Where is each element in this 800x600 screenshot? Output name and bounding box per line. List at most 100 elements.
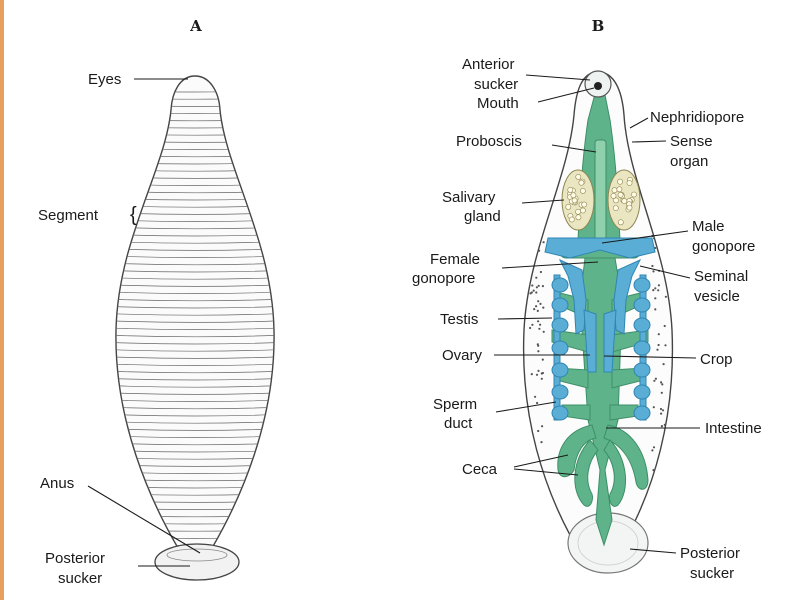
label-sperm-duct-1: Sperm xyxy=(433,396,477,413)
nephridium-dot xyxy=(643,144,646,147)
nephridium-dot xyxy=(652,289,655,292)
label-posterior-sucker-a-2: sucker xyxy=(58,570,102,587)
nephridium-dot xyxy=(629,142,632,145)
nephridium-dot xyxy=(655,201,658,204)
label-eyes: Eyes xyxy=(88,71,121,88)
nephridium-dot xyxy=(659,407,663,411)
gland-granule xyxy=(575,208,581,215)
testis xyxy=(633,362,651,378)
nephridium-dot xyxy=(536,343,539,346)
testes xyxy=(551,277,651,421)
leech-internal-body xyxy=(522,70,674,574)
nephridium-dot xyxy=(540,372,543,375)
nephridium-dot xyxy=(660,425,664,428)
nephridium-dot xyxy=(542,330,545,333)
nephridium-dot xyxy=(541,425,544,428)
gland-granule xyxy=(631,191,637,198)
nephridium-dot xyxy=(652,446,656,449)
nephridium-dot xyxy=(551,179,554,182)
nephridium-dot xyxy=(539,214,542,217)
testis xyxy=(633,297,651,313)
nephridium-dot xyxy=(541,182,545,185)
nephridium-dot xyxy=(658,498,661,501)
nephridium-dot xyxy=(653,379,656,382)
nephridium-dot xyxy=(661,461,664,465)
gland-granule xyxy=(568,216,575,223)
gland-granule xyxy=(565,203,572,210)
nephridium-dot xyxy=(531,284,534,287)
nephridium-dot xyxy=(657,284,661,287)
segment-ring xyxy=(115,284,275,287)
nephridium-dot xyxy=(564,128,567,131)
nephridium-dot xyxy=(530,204,533,207)
nephridium-dot xyxy=(664,344,667,347)
label-male-gonopore-1: Male xyxy=(692,218,725,235)
nephridium-dot xyxy=(655,238,659,241)
nephridium-dot xyxy=(531,323,534,326)
nephridium-dot xyxy=(661,409,665,412)
segment-ring xyxy=(115,334,275,338)
segment-ring xyxy=(115,377,275,381)
nephridium-dot xyxy=(534,493,537,496)
nephridium-dot xyxy=(538,491,541,494)
nephridium-dot xyxy=(537,369,540,372)
segment-ring xyxy=(115,348,275,352)
nephridium-dot xyxy=(554,163,557,166)
gland-granule xyxy=(570,192,577,199)
segment-ring xyxy=(115,276,275,280)
nephridium-dot xyxy=(654,308,657,311)
testis xyxy=(633,277,651,293)
nephridium-dot xyxy=(629,120,632,123)
gland-granule xyxy=(621,198,628,204)
nephridium-dot xyxy=(552,176,556,179)
segment-ring xyxy=(115,356,275,359)
nephridium-dot xyxy=(535,286,539,289)
nephridium-dot xyxy=(651,449,654,452)
testis xyxy=(633,384,651,400)
nephridium-dot xyxy=(541,195,544,198)
gland-granule xyxy=(578,179,585,186)
label-segment: Segment xyxy=(38,207,99,224)
nephridium-dot xyxy=(548,162,551,165)
gland-granule xyxy=(616,186,623,193)
gland-granule xyxy=(571,197,578,204)
nephridium-dot xyxy=(663,324,666,328)
gland-granule xyxy=(567,186,574,193)
nephridium-dot xyxy=(662,363,665,366)
nephridium-dot xyxy=(542,241,545,244)
label-mouth: Mouth xyxy=(477,95,519,112)
nephridium-dot xyxy=(532,217,535,220)
nephridium-dot xyxy=(657,343,660,347)
nephridium-dot xyxy=(539,270,543,274)
nephridium-dot xyxy=(664,452,667,455)
testis xyxy=(551,317,569,333)
label-posterior-sucker-b-2: sucker xyxy=(690,565,734,582)
nephridium-dot xyxy=(631,143,635,146)
nephridium-dot xyxy=(532,289,535,292)
nephridium-dot xyxy=(657,333,660,336)
nephridium-dot xyxy=(548,159,552,162)
nephridium-dot xyxy=(537,284,540,287)
gland-granule xyxy=(626,204,633,211)
label-sense-organ-1: Sense xyxy=(670,133,713,150)
nephridium-dot xyxy=(535,291,538,294)
nephridium-dot xyxy=(539,323,542,326)
gland-granule xyxy=(575,173,582,180)
gland-granule xyxy=(611,187,618,194)
nephridium-dot xyxy=(663,423,666,426)
nephridium-dot xyxy=(652,406,655,409)
segment-ring xyxy=(115,341,275,345)
nephridium-dot xyxy=(653,491,656,494)
nephridium-dot xyxy=(662,200,665,203)
nephridium-dot xyxy=(664,484,667,487)
label-seminal-vesicle-2: vesicle xyxy=(694,288,740,305)
panel-b-label: B xyxy=(592,17,605,35)
nephridium-dot xyxy=(640,174,643,177)
segment-ring xyxy=(115,312,275,316)
nephridium-dot xyxy=(537,350,540,353)
segment-ring xyxy=(115,363,275,366)
nephridium-dot xyxy=(546,183,549,186)
label-posterior-sucker-a-1: Posterior xyxy=(45,550,105,567)
label-ceca: Ceca xyxy=(462,461,498,478)
